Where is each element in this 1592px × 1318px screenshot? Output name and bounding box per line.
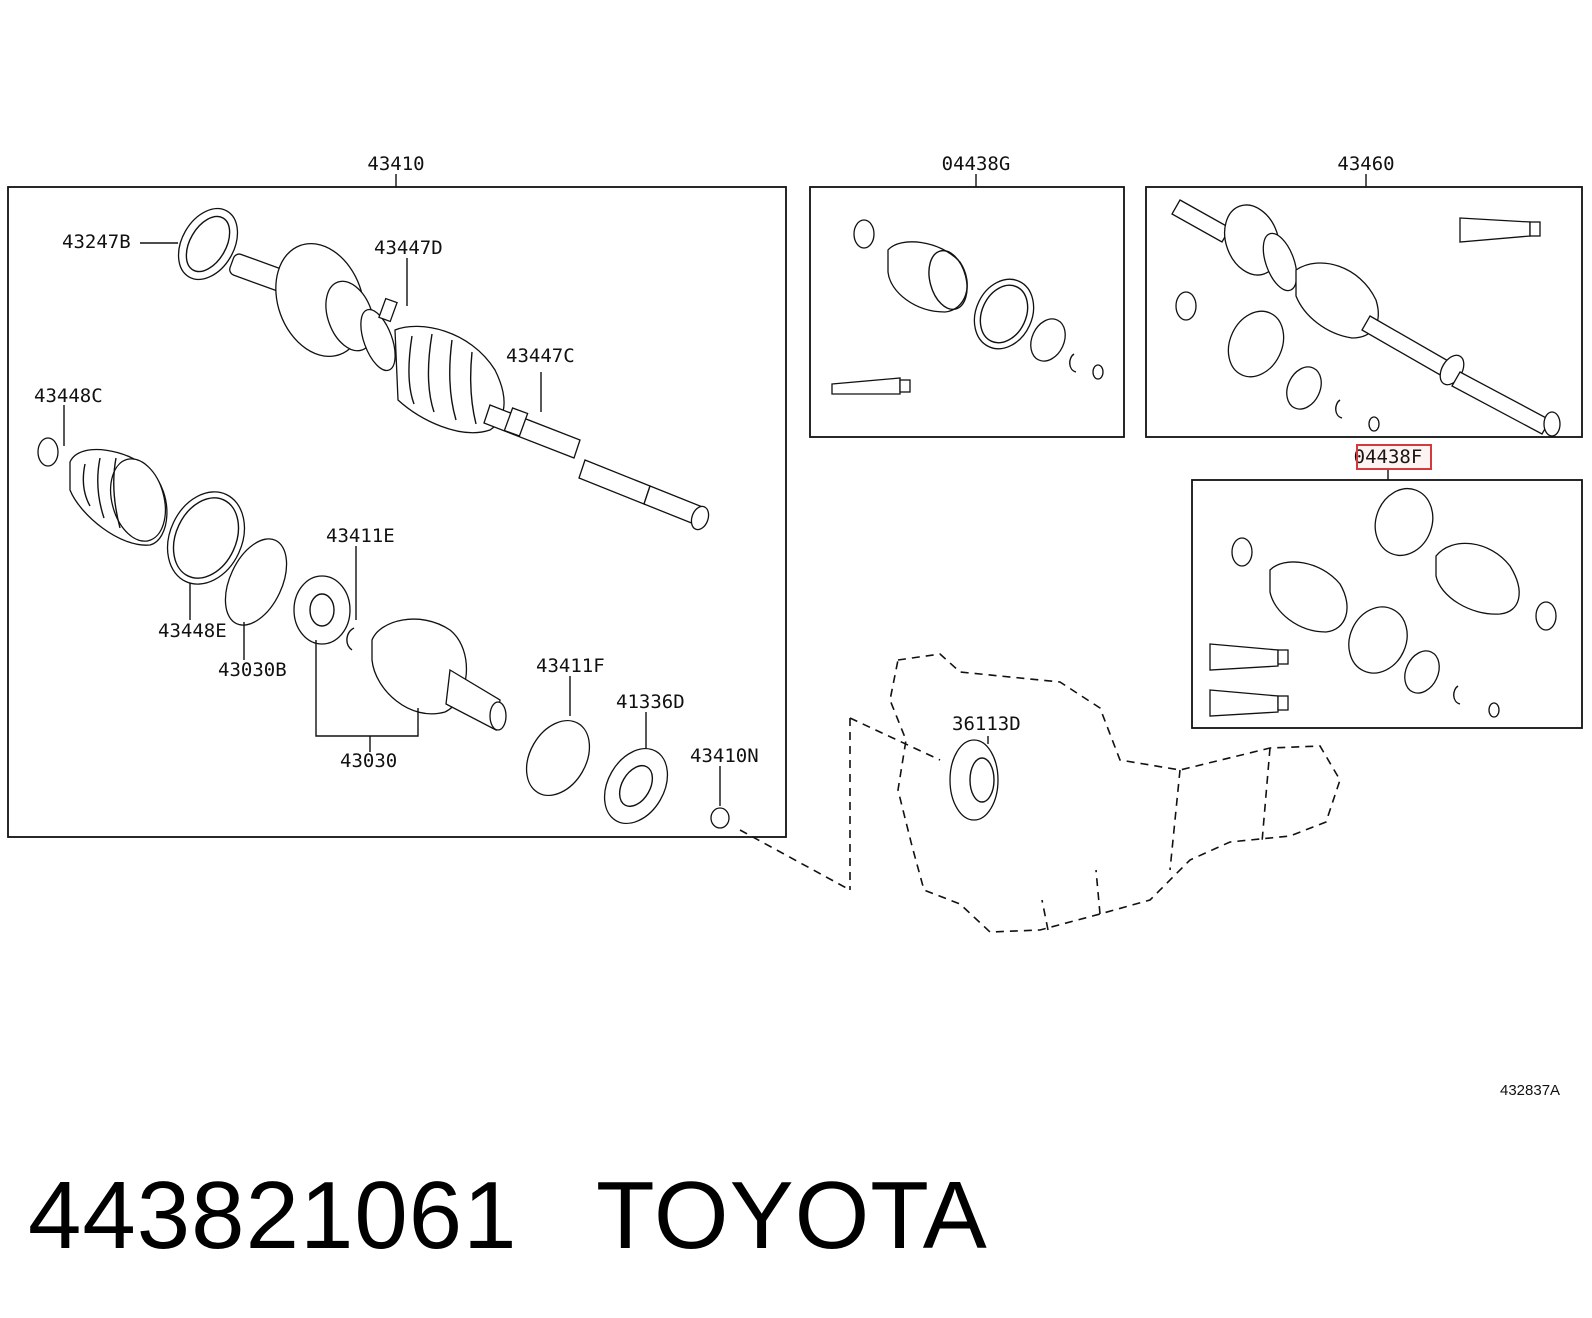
- callout-36113D: 36113D: [952, 713, 1021, 735]
- callout-43030B: 43030B: [218, 659, 287, 681]
- callout-43448E: 43448E: [158, 620, 227, 642]
- callout-43030: 43030: [340, 750, 397, 772]
- callout-43447D: 43447D: [374, 237, 443, 259]
- boot-kit-04438F: [1209, 487, 1557, 718]
- callout-43411F: 43411F: [536, 655, 605, 677]
- figure-reference-number: 432837A: [1500, 1082, 1561, 1099]
- ring-43410N: [710, 807, 730, 829]
- bearing-41336D: [603, 747, 669, 825]
- band-43448E: [166, 491, 246, 585]
- callout-43448C: 43448C: [34, 385, 103, 407]
- joint-set-43030: [293, 575, 507, 732]
- callout-43247B: 43247B: [62, 231, 131, 253]
- brand-name: TOYOTA: [596, 1162, 988, 1269]
- drive-shaft-43460: [1171, 199, 1561, 437]
- callout-43410N: 43410N: [690, 745, 759, 767]
- boot-kit-04438G: [831, 219, 1104, 395]
- ring-43247B: [177, 207, 239, 281]
- callout-43410: 43410: [367, 153, 424, 175]
- callout-04438F: 04438F: [1354, 446, 1423, 468]
- transmission-housing: [739, 653, 1341, 933]
- oil-seal-36113D: [949, 739, 999, 821]
- highlighted-part-marker: [1356, 444, 1432, 470]
- ring-43411F: [525, 719, 591, 797]
- panel-43460: [1145, 186, 1583, 438]
- outboard-boot-43448C: [37, 437, 168, 546]
- panel-04438G: [809, 186, 1125, 438]
- part-number: 443821061: [28, 1162, 518, 1269]
- drive-shaft-assembly: [229, 242, 710, 531]
- callout-43447C: 43447C: [506, 345, 575, 367]
- ring-43030B: [224, 538, 288, 626]
- panel-43410: [7, 186, 787, 838]
- callout-43460: 43460: [1337, 153, 1394, 175]
- callout-04438G: 04438G: [942, 153, 1011, 175]
- panel-04438F: [1191, 479, 1583, 729]
- callout-41336D: 41336D: [616, 691, 685, 713]
- callout-43411E: 43411E: [326, 525, 395, 547]
